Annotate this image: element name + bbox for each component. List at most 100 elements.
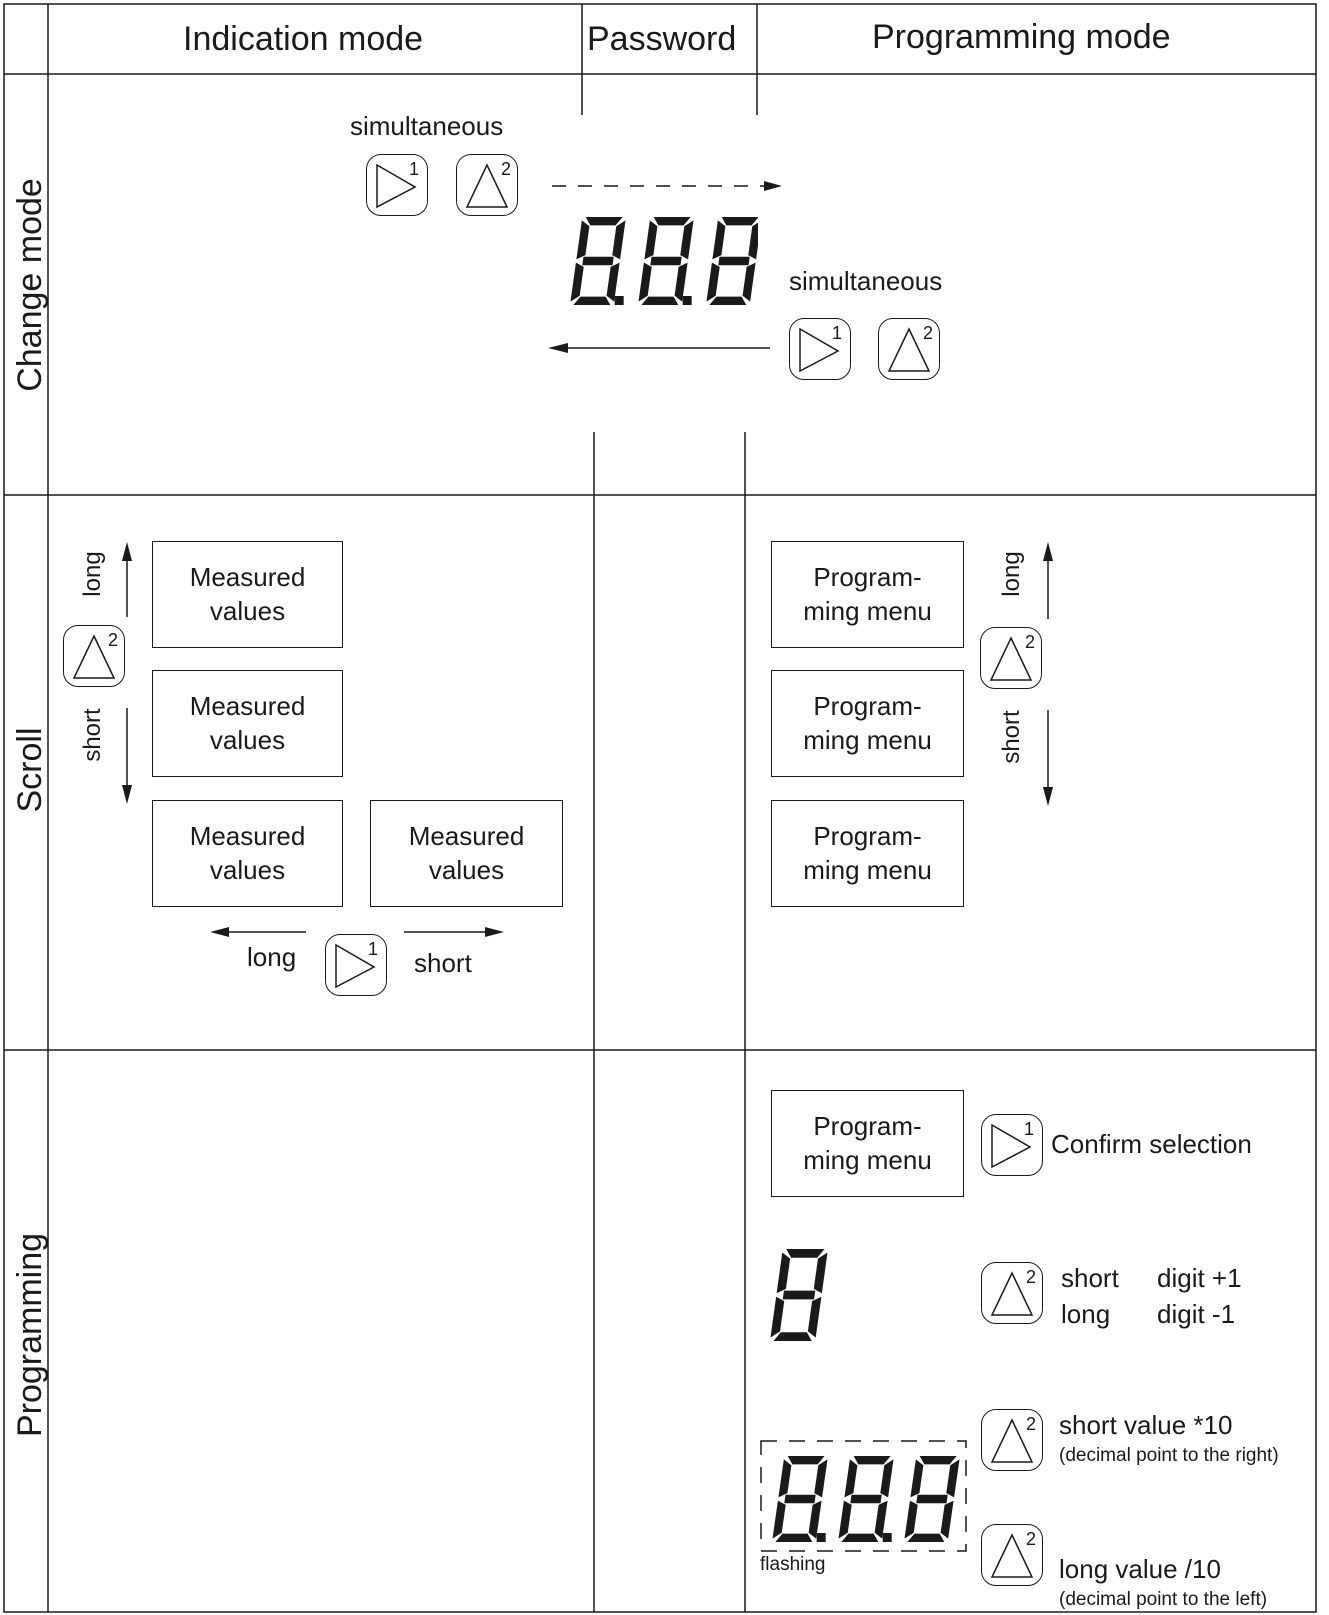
up-triangle-icon [990,1418,1034,1463]
flashing-display [770,1454,965,1546]
seven-segment-digit [706,217,762,305]
programming-menu-box: Program-ming menu [771,541,964,648]
header-indication-mode: Indication mode [183,20,424,58]
segment-left-bottom [570,262,584,302]
segment-top [786,1249,825,1258]
segment-top [853,1456,891,1465]
flashing-label: flashing [760,1554,826,1575]
segment-top [919,1456,957,1465]
segment-right-bottom [808,1500,822,1539]
single-digit-display [768,1247,838,1343]
simultaneous-label-top: simultaneous [350,111,504,141]
key-number: 2 [1026,1414,1037,1434]
right-triangle-icon [335,943,376,989]
segment-right-top [813,1252,828,1294]
right-triangle-icon [799,327,840,373]
up-triangle-icon [465,163,509,208]
key-number: 2 [501,159,512,179]
segment-top [787,1456,825,1465]
row-label-change-mode: Change mode [11,178,49,392]
key-2-top: 2 [456,154,518,216]
decimal-point [816,1533,826,1542]
segment-right-top [880,1459,894,1498]
label-long-left: long [79,551,106,597]
key-2-scroll-left: 2 [63,625,125,687]
segment-bottom [573,296,611,305]
segment-top [721,217,759,226]
segment-left-bottom [904,1500,918,1539]
segment-middle [916,1494,948,1504]
key-number: 2 [923,323,934,343]
key-number: 2 [1025,632,1036,652]
segment-bottom [907,1533,945,1542]
segment-middle [582,256,614,266]
up-triangle-icon [990,1533,1034,1578]
short-value-label: short value *10 [1059,1410,1233,1440]
key-number: 1 [409,159,420,179]
key-1-scroll-bottom: 1 [325,934,387,996]
programming-menu-box: Program-ming menu [771,670,964,777]
seven-segment-digit [904,1456,960,1542]
label-short-digit: short [1061,1263,1119,1293]
key-number: 1 [368,939,379,959]
key-2-bottom: 2 [878,318,940,380]
segment-right-bottom [940,1500,954,1539]
up-triangle-icon [989,636,1033,681]
segment-left-bottom [772,1500,786,1539]
segment-right-top [612,220,626,260]
segment-right-top [680,220,694,260]
segment-top [585,217,623,226]
segment-left-bottom [706,262,720,302]
segment-left-bottom [770,1296,785,1338]
segment-left-top [910,1459,924,1498]
row-label-scroll: Scroll [11,727,49,813]
segment-middle [850,1494,882,1504]
segment-bottom [841,1533,879,1542]
up-triangle-icon [72,634,116,679]
key-2-digit: 2 [981,1262,1043,1324]
decimal-point [682,296,692,305]
key-number: 2 [108,630,119,650]
up-triangle-icon [990,1271,1034,1316]
header-password: Password [587,20,737,58]
segment-bottom [709,296,747,305]
right-triangle-icon [991,1123,1032,1169]
long-value-note: (decimal point to the left) [1059,1589,1268,1610]
label-short-bottom: short [414,948,472,978]
segment-bottom [641,296,679,305]
segment-right-bottom [606,262,620,302]
segment-bottom [775,1533,813,1542]
segment-bottom [773,1332,812,1341]
key-1-confirm: 1 [981,1114,1043,1176]
segment-right-top [814,1459,828,1498]
segment-middle [718,256,750,266]
segment-left-top [644,220,658,260]
right-triangle-icon [376,163,417,209]
label-digit-plus: digit +1 [1157,1263,1242,1293]
label-short-right: short [998,710,1025,764]
label-long-digit: long [1061,1299,1111,1329]
segment-right-top [946,1459,960,1498]
key-1-top: 1 [366,154,428,216]
key-1-bottom: 1 [789,318,851,380]
confirm-selection-label: Confirm selection [1051,1129,1252,1159]
key-number: 1 [1024,1119,1035,1139]
seven-segment-digit [638,217,694,305]
header-programming-mode: Programming mode [872,18,1171,56]
up-triangle-icon [887,327,931,372]
row-label-programming: Programming [11,1232,49,1438]
segment-left-top [576,220,590,260]
seven-segment-digit [838,1456,894,1542]
segment-right-bottom [807,1296,822,1338]
segment-middle [784,1494,816,1504]
segment-right-bottom [742,262,756,302]
segment-right-bottom [674,262,688,302]
segment-left-bottom [838,1500,852,1539]
seven-segment-digit [770,1249,828,1341]
segment-top [653,217,691,226]
